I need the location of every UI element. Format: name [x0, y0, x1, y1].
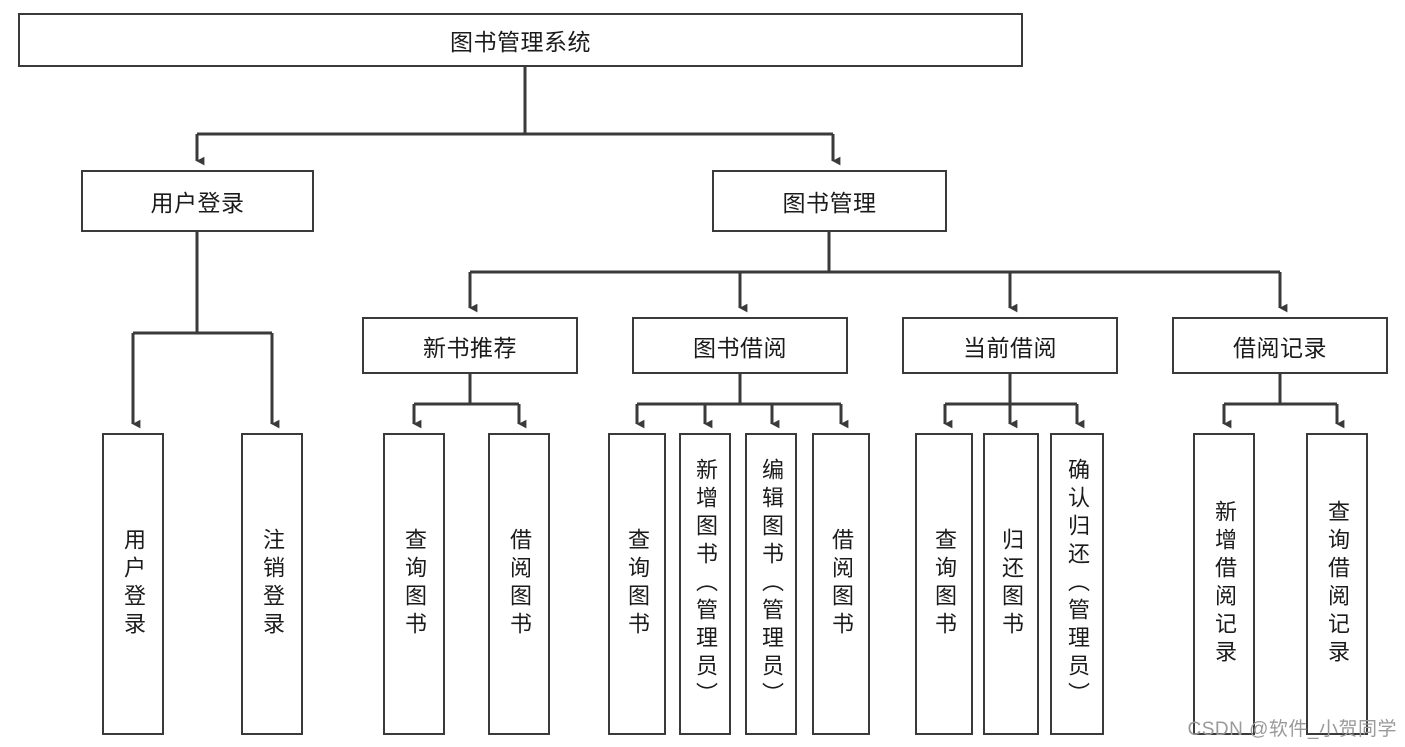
leaf-add-borrow-record[interactable]: 新增借阅记录: [1193, 433, 1255, 735]
leaf-query-borrow-record[interactable]: 查询借阅记录: [1306, 433, 1368, 735]
node-label: 图书管理系统: [450, 29, 591, 55]
node-label: 图书借阅: [693, 334, 787, 361]
node-label: 用户登录: [121, 528, 146, 640]
node-book-borrow[interactable]: 图书借阅: [632, 317, 848, 374]
node-new-book-recommend[interactable]: 新书推荐: [362, 317, 578, 374]
node-label: 查询图书: [402, 528, 427, 640]
node-label: 借阅记录: [1233, 334, 1327, 361]
node-label: 新增图书（管理员）: [693, 458, 718, 710]
node-label: 图书管理: [782, 190, 877, 216]
leaf-user-login[interactable]: 用户登录: [102, 433, 164, 735]
node-label: 查询图书: [625, 528, 650, 640]
leaf-return-book[interactable]: 归还图书: [983, 433, 1039, 735]
node-label: 借阅图书: [829, 528, 854, 640]
node-label: 当前借阅: [963, 334, 1057, 361]
node-label: 注销登录: [260, 528, 285, 640]
node-label: 确认归还（管理员）: [1065, 458, 1090, 710]
leaf-query-book-current[interactable]: 查询图书: [915, 433, 973, 735]
leaf-confirm-return-admin[interactable]: 确认归还（管理员）: [1050, 433, 1104, 735]
node-label: 查询图书: [932, 528, 957, 640]
leaf-query-book-recommend[interactable]: 查询图书: [383, 433, 445, 735]
leaf-query-book-borrow[interactable]: 查询图书: [608, 433, 666, 735]
leaf-borrow-book[interactable]: 借阅图书: [812, 433, 870, 735]
node-label: 用户登录: [150, 190, 245, 216]
node-current-borrow[interactable]: 当前借阅: [902, 317, 1118, 374]
leaf-add-book-admin[interactable]: 新增图书（管理员）: [679, 433, 731, 735]
node-book-management[interactable]: 图书管理: [712, 170, 947, 232]
leaf-edit-book-admin[interactable]: 编辑图书（管理员）: [745, 433, 797, 735]
leaf-user-logout[interactable]: 注销登录: [241, 433, 303, 735]
node-borrow-record[interactable]: 借阅记录: [1172, 317, 1388, 374]
node-label: 借阅图书: [507, 528, 532, 640]
node-root-system[interactable]: 图书管理系统: [18, 13, 1023, 67]
csdn-watermark: CSDN @软件_小贺同学: [1187, 719, 1397, 740]
node-label: 查询借阅记录: [1325, 500, 1350, 668]
node-label: 新增借阅记录: [1212, 500, 1237, 668]
node-label: 新书推荐: [423, 334, 517, 361]
node-label: 归还图书: [999, 528, 1024, 640]
node-user-login[interactable]: 用户登录: [81, 170, 314, 232]
leaf-borrow-book-recommend[interactable]: 借阅图书: [488, 433, 550, 735]
node-label: 编辑图书（管理员）: [759, 458, 784, 710]
